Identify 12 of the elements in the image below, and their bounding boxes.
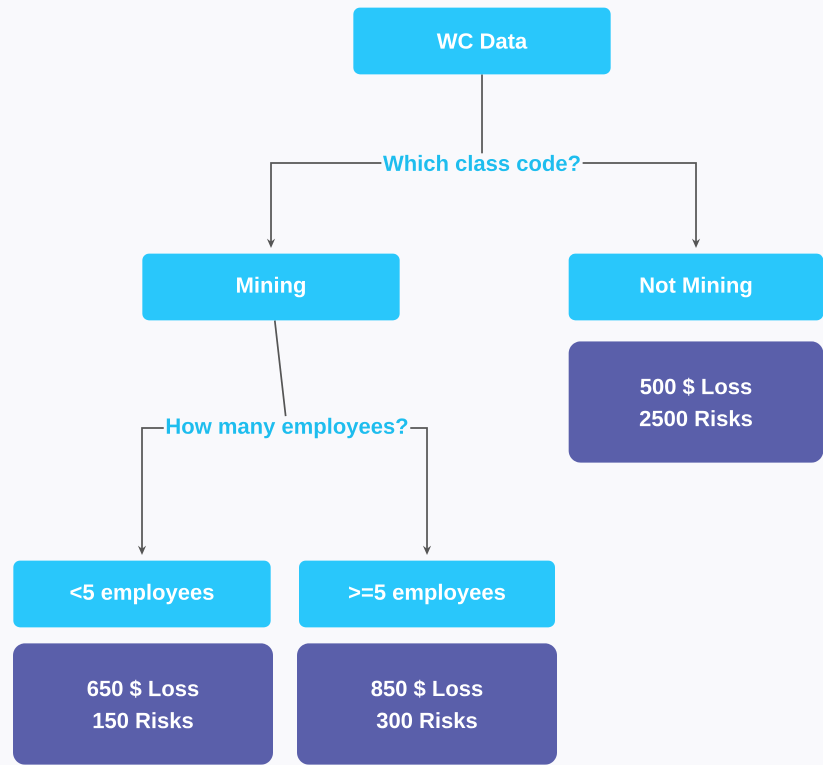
category-box: <5 employees xyxy=(13,560,271,628)
category-box: Not Mining xyxy=(568,254,823,320)
stats-box: 650 $ Loss 150 Risks xyxy=(13,643,273,765)
stats-box: 850 $ Loss 300 Risks xyxy=(297,643,557,765)
category-box: Mining xyxy=(142,254,400,320)
question-label: Which class code? xyxy=(382,154,582,172)
question-label: How many employees? xyxy=(164,416,410,440)
category-box: WC Data xyxy=(353,8,611,74)
connector-line xyxy=(481,74,483,154)
connector-line xyxy=(274,320,287,416)
category-box: >=5 employees xyxy=(299,560,555,628)
stats-box: 500 $ Loss 2500 Risks xyxy=(568,341,823,463)
